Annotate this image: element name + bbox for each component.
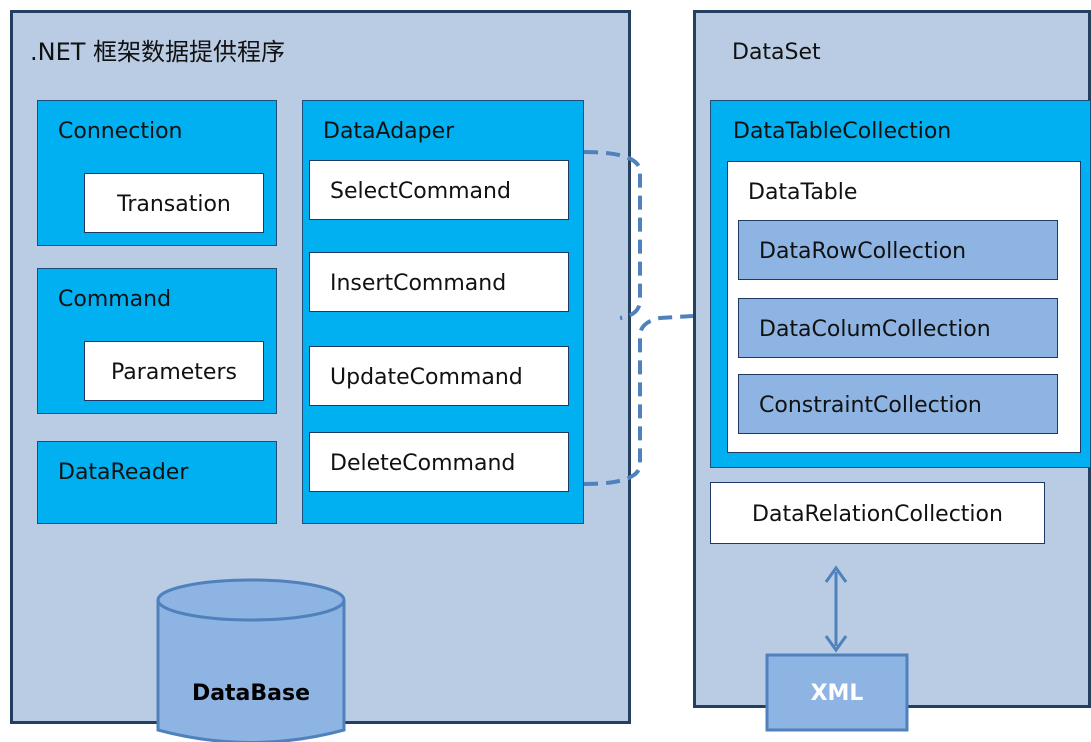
constraintcollection-label: ConstraintCollection (759, 393, 982, 418)
xml-arrow-head-down (824, 635, 848, 653)
datatablecollection-label: DataTableCollection (733, 119, 952, 144)
xml-box (765, 653, 909, 732)
datacolumcollection-box: DataColumCollection (738, 298, 1058, 358)
dataadapter-label: DataAdaper (323, 119, 455, 144)
datarelationcollection-label: DataRelationCollection (752, 502, 1003, 527)
parameters-label: Parameters (111, 360, 237, 385)
database-label: DataBase (192, 681, 310, 706)
xml-label: XML (811, 681, 864, 706)
datatablecollection-box: DataTableCollection DataTable DataRowCol… (710, 100, 1091, 468)
adapter-connector-bottom (583, 314, 694, 486)
updatecommand-box: UpdateCommand (309, 346, 569, 406)
connection-label: Connection (58, 119, 183, 144)
datatable-box: DataTable DataRowCollection DataColumCol… (727, 161, 1081, 453)
adapter-connector-top (583, 150, 642, 320)
selectcommand-label: SelectCommand (330, 179, 511, 204)
constraintcollection-box: ConstraintCollection (738, 374, 1058, 434)
transation-box: Transation (84, 173, 264, 233)
transation-label: Transation (117, 192, 231, 217)
deletecommand-box: DeleteCommand (309, 432, 569, 492)
updatecommand-label: UpdateCommand (330, 365, 523, 390)
command-label: Command (58, 287, 172, 312)
xml-arrow-head-up (824, 565, 848, 583)
selectcommand-box: SelectCommand (309, 160, 569, 220)
datarowcollection-label: DataRowCollection (759, 239, 967, 264)
insertcommand-box: InsertCommand (309, 252, 569, 312)
datareader-label: DataReader (58, 460, 189, 485)
datatable-label: DataTable (748, 180, 858, 205)
provider-title: .NET 框架数据提供程序 (30, 38, 286, 66)
deletecommand-label: DeleteCommand (330, 451, 516, 476)
parameters-box: Parameters (84, 341, 264, 401)
connection-box: Connection Transation (37, 100, 277, 246)
database-cylinder-body (156, 600, 346, 742)
datarelationcollection-box: DataRelationCollection (710, 482, 1045, 544)
datarowcollection-box: DataRowCollection (738, 220, 1058, 280)
database-cylinder-top (156, 578, 346, 622)
insertcommand-label: InsertCommand (330, 271, 507, 296)
dataset-title: DataSet (732, 40, 821, 65)
datacolumcollection-label: DataColumCollection (759, 317, 991, 342)
command-box: Command Parameters (37, 268, 277, 414)
datareader-box: DataReader (37, 441, 277, 524)
dataadapter-box: DataAdaper SelectCommand InsertCommand U… (302, 100, 584, 524)
